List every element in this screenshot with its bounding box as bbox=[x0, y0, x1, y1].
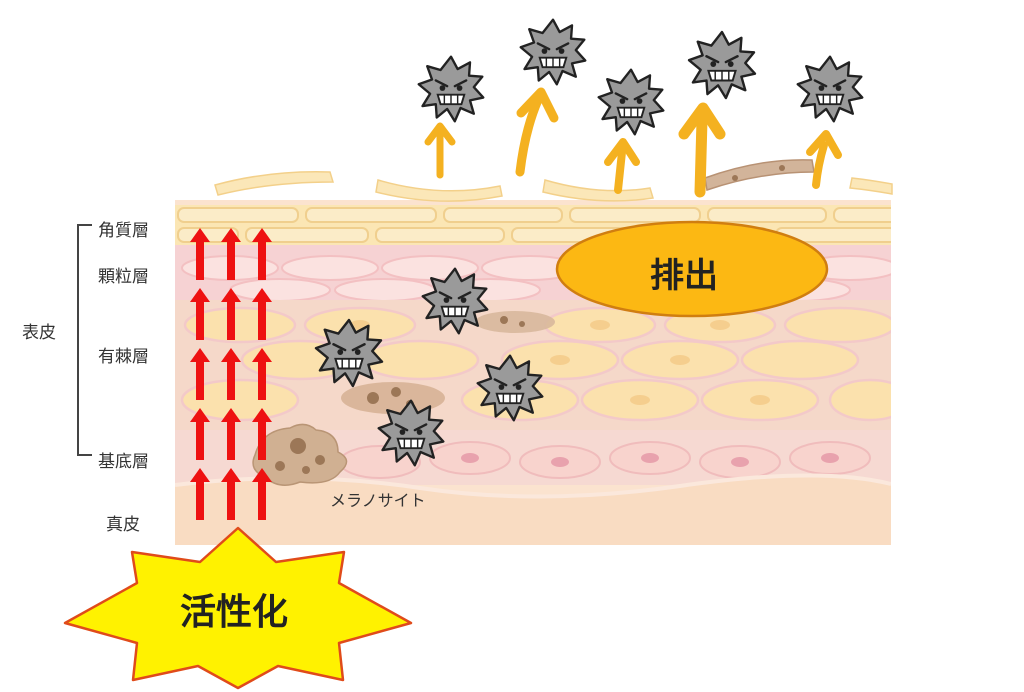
virus-icon bbox=[519, 18, 587, 86]
flaking-corneum bbox=[214, 171, 893, 202]
virus-icon bbox=[796, 55, 864, 123]
up-arrow-icon bbox=[190, 288, 210, 340]
up-arrow-icon bbox=[252, 468, 272, 520]
layer-label-stratum-spinosum: 有棘層 bbox=[98, 347, 149, 367]
layer-label-dermis: 真皮 bbox=[106, 515, 140, 535]
up-arrow-icon bbox=[221, 408, 241, 460]
excretion-arrows bbox=[424, 87, 842, 198]
epidermis-bracket bbox=[77, 224, 92, 456]
up-arrow-icon bbox=[221, 288, 241, 340]
up-arrow-icon bbox=[190, 468, 210, 520]
layer-label-stratum-granulosum: 顆粒層 bbox=[98, 267, 149, 287]
epidermis-label: 表皮 bbox=[22, 323, 56, 343]
layer-label-stratum-basale: 基底層 bbox=[98, 452, 149, 472]
up-arrow-icon bbox=[190, 228, 210, 280]
up-arrow-icon bbox=[252, 288, 272, 340]
up-arrow-icon bbox=[221, 228, 241, 280]
up-arrow-icon bbox=[190, 408, 210, 460]
excretion-bubble bbox=[555, 220, 829, 318]
up-arrow-icon bbox=[221, 468, 241, 520]
melanocyte-label: メラノサイト bbox=[330, 491, 426, 510]
layer-label-stratum-corneum: 角質層 bbox=[98, 221, 149, 241]
melanin-patch bbox=[341, 382, 445, 414]
melanin-flake bbox=[704, 159, 815, 191]
up-arrow-icon bbox=[252, 408, 272, 460]
virus-icon bbox=[417, 55, 485, 123]
virus-icon bbox=[597, 68, 665, 136]
virus-icon bbox=[687, 30, 757, 100]
activation-label: 活性化 bbox=[180, 592, 289, 633]
activation-arrows bbox=[190, 228, 272, 520]
excretion-label: 排出 bbox=[650, 256, 718, 296]
up-arrow-icon bbox=[221, 348, 241, 400]
melanin-patch bbox=[475, 311, 555, 333]
burst-star-icon bbox=[63, 526, 413, 690]
up-arrow-icon bbox=[252, 228, 272, 280]
up-arrow-icon bbox=[252, 348, 272, 400]
up-arrow-icon bbox=[190, 348, 210, 400]
